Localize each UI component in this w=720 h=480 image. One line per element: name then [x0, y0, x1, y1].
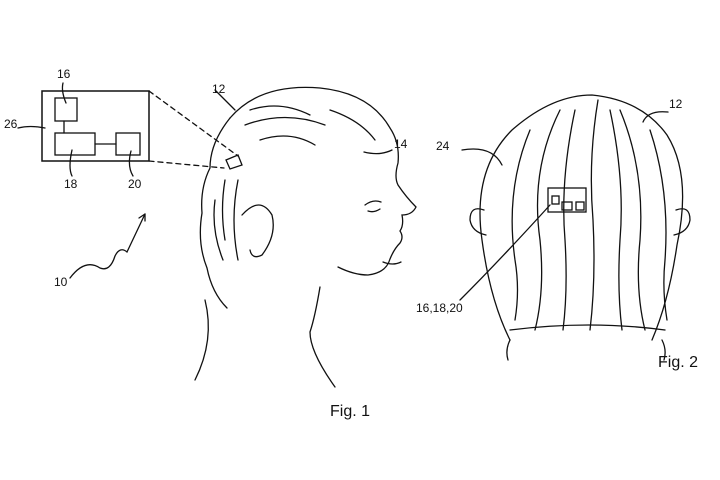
- label-18: 18: [64, 177, 78, 191]
- arrow-head-icon: [138, 213, 146, 222]
- head-profile-fig1: [194, 86, 417, 388]
- head-back-fig2: [459, 94, 691, 361]
- label-14: 14: [394, 137, 408, 151]
- label-10: 10: [54, 275, 68, 289]
- label-16: 16: [57, 67, 71, 81]
- label-24: 24: [436, 139, 450, 153]
- fig2-caption: Fig. 2: [658, 354, 699, 371]
- label-20: 20: [128, 177, 142, 191]
- implant-chip: [225, 154, 243, 170]
- implant-chip-fig2: [547, 187, 587, 213]
- fig1-caption: Fig. 1: [330, 403, 371, 420]
- label-12-fig2: 12: [669, 97, 683, 111]
- system-arrow: [69, 213, 146, 279]
- device-inset-diagram: [17, 82, 239, 177]
- label-26: 26: [4, 117, 18, 131]
- label-16-18-20: 16,18,20: [416, 301, 463, 315]
- label-12: 12: [212, 82, 226, 96]
